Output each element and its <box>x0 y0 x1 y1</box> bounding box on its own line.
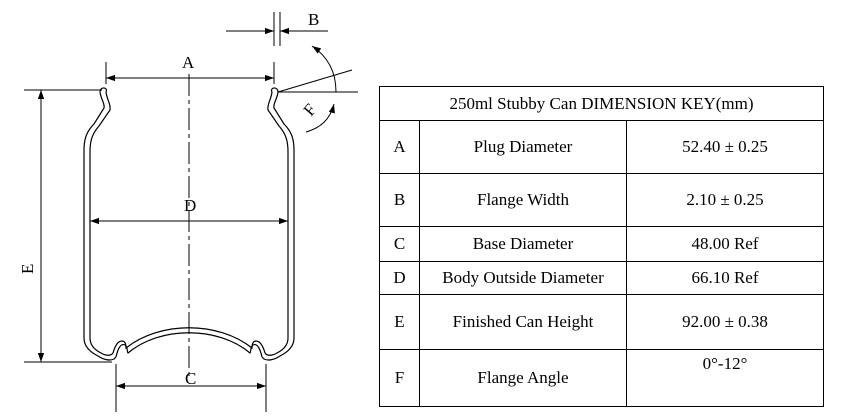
dimension-a <box>105 62 275 84</box>
row-value: 2.10 ± 0.25 <box>626 173 824 227</box>
label-e: E <box>18 264 37 274</box>
label-f: F <box>300 100 321 119</box>
table-row: D Body Outside Diameter 66.10 Ref <box>379 261 824 295</box>
dimension-key-table: 250ml Stubby Can DIMENSION KEY(mm) A Plu… <box>379 86 824 407</box>
row-key: F <box>379 349 420 407</box>
row-name: Flange Angle <box>419 349 627 407</box>
table-title: 250ml Stubby Can DIMENSION KEY(mm) <box>379 86 824 121</box>
label-b: B <box>308 10 319 29</box>
dimension-c <box>115 364 267 412</box>
table-row: F Flange Angle 0°-12° <box>379 349 824 407</box>
dimension-b <box>226 12 328 46</box>
row-name: Finished Can Height <box>419 294 627 350</box>
row-value: 92.00 ± 0.38 <box>626 294 824 350</box>
row-key: B <box>379 173 420 227</box>
row-name: Flange Width <box>419 173 627 227</box>
table-row: B Flange Width 2.10 ± 0.25 <box>379 173 824 227</box>
dimension-e <box>24 89 112 363</box>
can-technical-drawing: A B D E C F <box>18 10 358 412</box>
row-value: 0°-12° <box>626 349 824 407</box>
row-value: 48.00 Ref <box>626 226 824 262</box>
label-d: D <box>184 196 196 215</box>
table-row: A Plug Diameter 52.40 ± 0.25 <box>379 120 824 174</box>
row-name: Plug Diameter <box>419 120 627 174</box>
table-row: C Base Diameter 48.00 Ref <box>379 226 824 262</box>
row-key: A <box>379 120 420 174</box>
label-a: A <box>182 53 195 72</box>
row-key: C <box>379 226 420 262</box>
label-c: C <box>185 369 196 388</box>
row-value: 52.40 ± 0.25 <box>626 120 824 174</box>
table-row: E Finished Can Height 92.00 ± 0.38 <box>379 294 824 350</box>
row-key: D <box>379 261 420 295</box>
row-name: Base Diameter <box>419 226 627 262</box>
row-key: E <box>379 294 420 350</box>
row-value: 66.10 Ref <box>626 261 824 295</box>
dimension-f <box>277 45 358 133</box>
row-name: Body Outside Diameter <box>419 261 627 295</box>
